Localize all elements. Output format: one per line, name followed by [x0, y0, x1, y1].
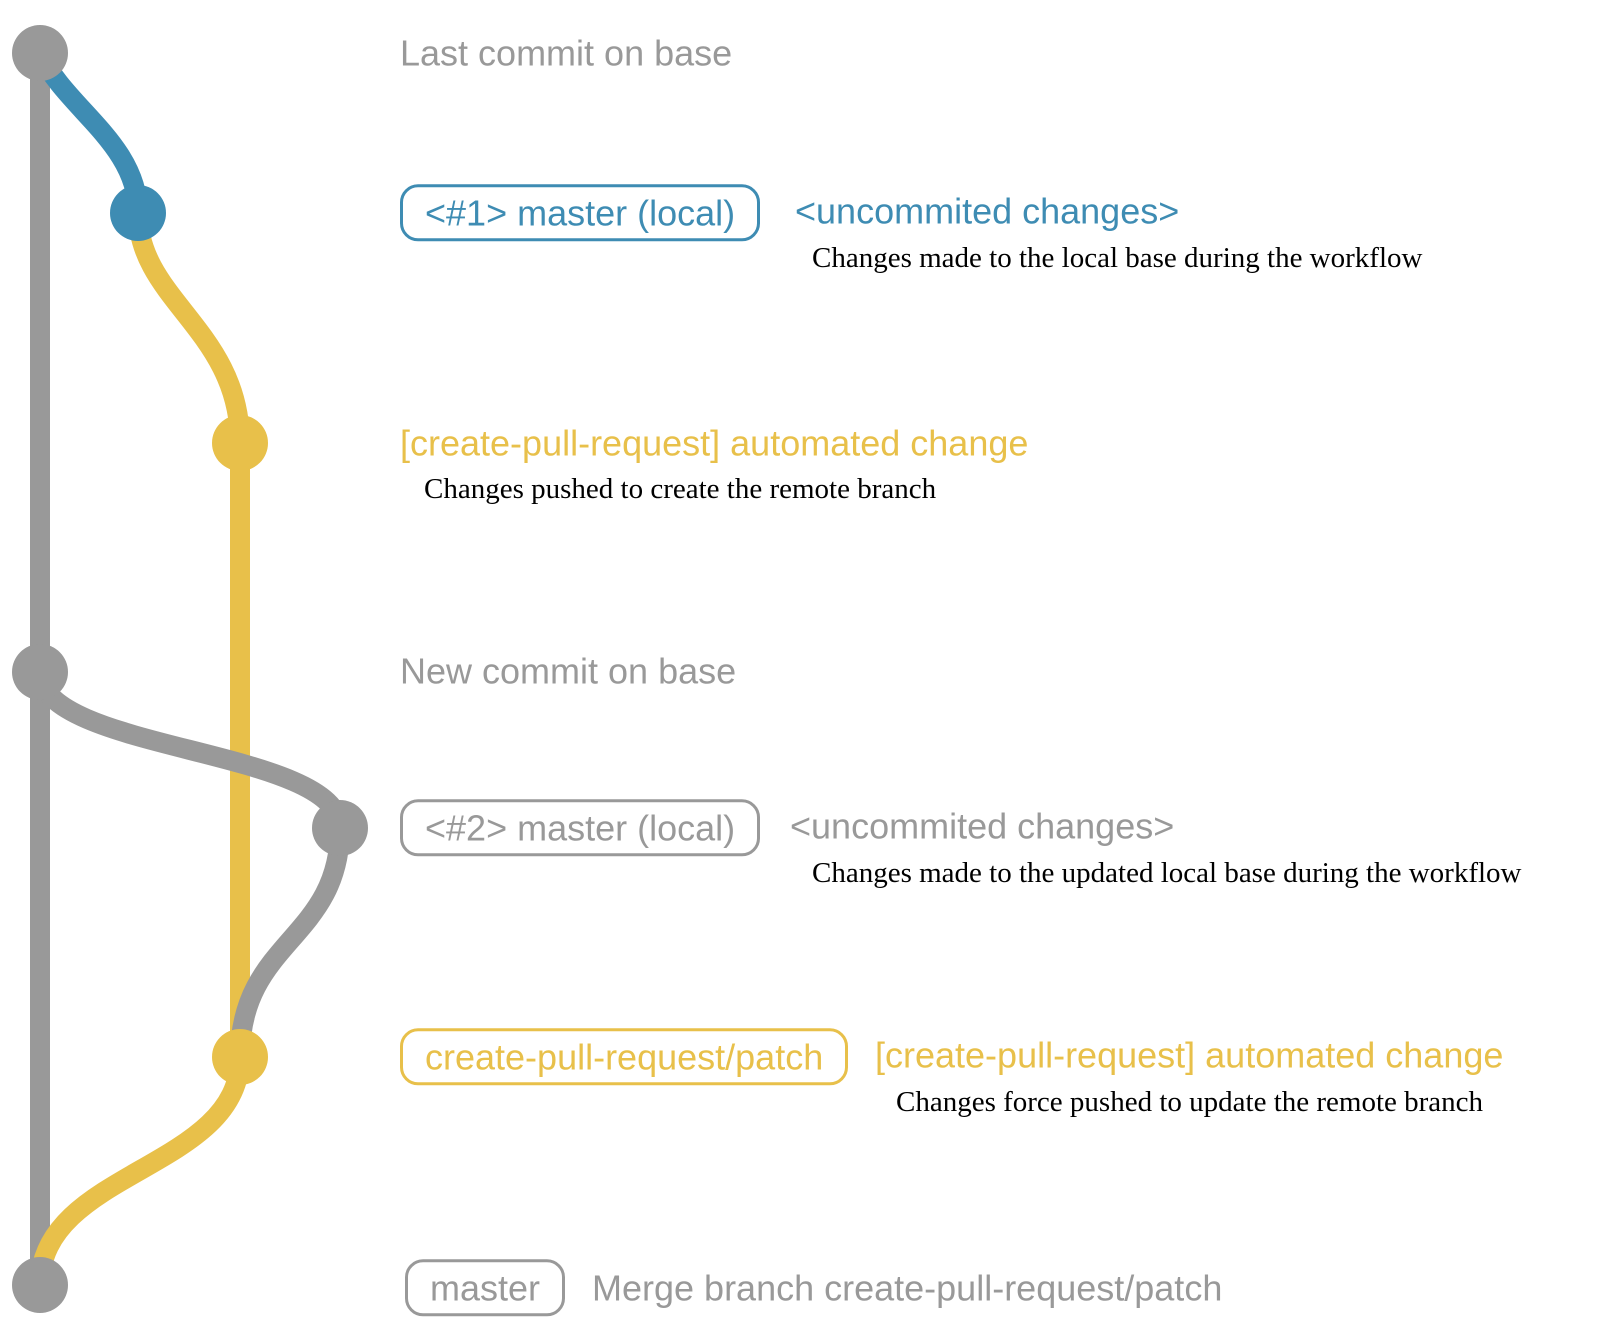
badge-create-pull-request-patch: create-pull-request/patch: [400, 1028, 849, 1086]
badge-master-local-2: <#2> master (local): [400, 799, 761, 857]
commit-dot-local-1: [110, 185, 166, 241]
note-uncommited-changes-1: <uncommited changes>: [795, 190, 1180, 232]
git-graph: [12, 25, 368, 1313]
commit-dot-local-2: [312, 800, 368, 856]
commit-dot-merge: [12, 1257, 68, 1313]
desc-local-changes-2: Changes made to the updated local base d…: [812, 857, 1522, 890]
remote-branch-curve-top: [128, 212, 250, 444]
commit-dot-last-base: [12, 25, 68, 81]
commit-dot-automated-1: [212, 415, 268, 471]
local-branch-curve-1: [30, 48, 148, 214]
local-branch-curve-2-out: [30, 670, 350, 830]
desc-local-changes-1: Changes made to the local base during th…: [812, 242, 1423, 275]
commit-dot-new-base: [12, 644, 68, 700]
label-automated-change-1: [create-pull-request] automated change: [400, 422, 1029, 464]
local-branch-curve-2-back: [230, 827, 350, 1058]
note-automated-change-2: [create-pull-request] automated change: [875, 1034, 1504, 1076]
label-new-commit-on-base: New commit on base: [400, 650, 737, 692]
badge-master-local-1: <#1> master (local): [400, 184, 761, 242]
commit-dot-automated-2: [212, 1029, 268, 1085]
note-merge-branch: Merge branch create-pull-request/patch: [592, 1267, 1223, 1309]
note-uncommited-changes-2: <uncommited changes>: [790, 805, 1175, 847]
badge-master: master: [405, 1259, 566, 1317]
desc-force-push-remote-branch: Changes force pushed to update the remot…: [896, 1086, 1484, 1119]
label-last-commit-on-base: Last commit on base: [400, 32, 733, 74]
desc-push-remote-branch: Changes pushed to create the remote bran…: [424, 473, 937, 506]
remote-branch-merge-curve: [30, 1056, 250, 1286]
